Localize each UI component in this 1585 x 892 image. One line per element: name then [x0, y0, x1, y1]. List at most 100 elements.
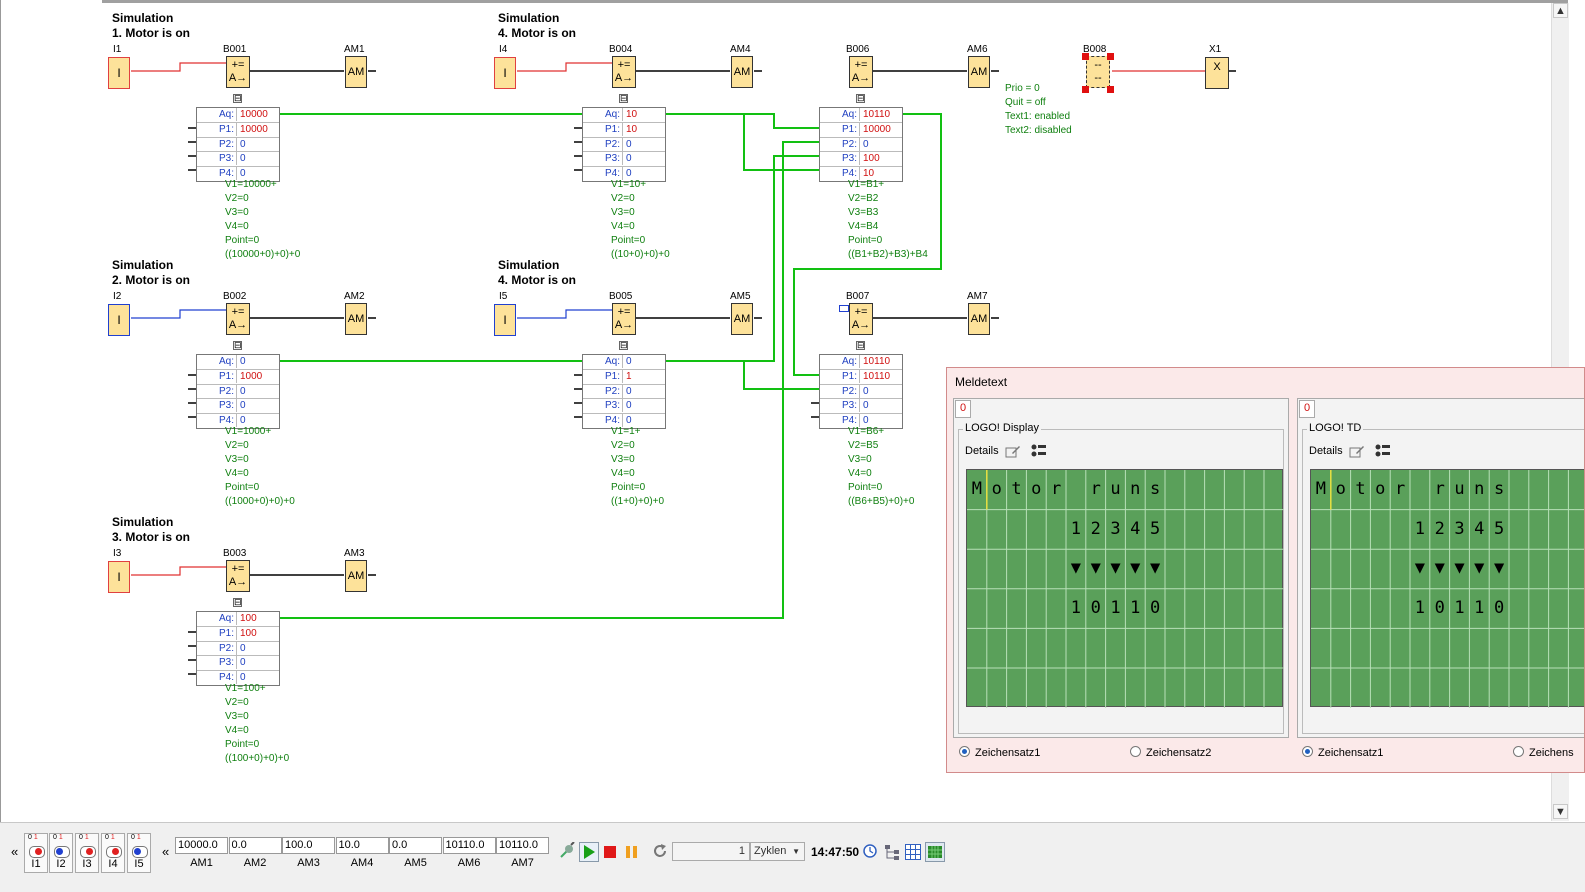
- collapse-b003-icon[interactable]: ⊟: [233, 597, 242, 607]
- radio-zeichensatz1-left[interactable]: Zeichensatz1: [959, 746, 1040, 759]
- input-block-i2[interactable]: I: [108, 304, 130, 336]
- collapse-b005-icon[interactable]: ⊟: [619, 340, 628, 350]
- switch-led-icon: [29, 846, 45, 858]
- radio-zeichensatz1-right[interactable]: Zeichensatz1: [1302, 746, 1383, 759]
- param-row-p4: P4:10: [820, 167, 902, 181]
- param-table-b007[interactable]: Aq:10110 P1:10110 P2:0 P3:0 P4:0: [819, 354, 903, 429]
- param-value: 0: [240, 642, 246, 654]
- pause-icon[interactable]: [625, 845, 639, 859]
- input-block-i5[interactable]: I: [494, 304, 516, 336]
- block-b003[interactable]: +=A→: [226, 560, 250, 592]
- radio-zeichensatz2-right[interactable]: Zeichens: [1513, 746, 1574, 759]
- param-table-b006[interactable]: Aq:10110 P1:10000 P2:0 P3:100 P4:10: [819, 107, 903, 182]
- param-table-b001[interactable]: Aq:10000 P1:10000 P2:0 P3:0 P4:0: [196, 107, 280, 182]
- collapse-b004-icon[interactable]: ⊟: [619, 93, 628, 103]
- block-label-b005: B005: [609, 291, 633, 302]
- list-settings-icon[interactable]: [1375, 444, 1391, 458]
- collapse-b006-icon[interactable]: ⊟: [856, 93, 865, 103]
- stop-icon[interactable]: [603, 845, 617, 859]
- param-key: Aq:: [583, 108, 623, 121]
- param-row-p2: P2:0: [820, 137, 902, 153]
- param-key: P2:: [197, 641, 237, 655]
- tab-0[interactable]: 0: [955, 400, 971, 418]
- param-table-b003[interactable]: Aq:100 P1:100 P2:0 P3:0 P4:0: [196, 611, 280, 686]
- block-b002[interactable]: +=A→: [226, 303, 250, 335]
- block-b007[interactable]: +=A→: [849, 303, 873, 335]
- list-settings-icon[interactable]: [1031, 444, 1047, 458]
- param-row-p3: P3:0: [197, 152, 279, 168]
- vars-b006: V1=B1+ V2=B2 V3=B3 V4=B4 Point=0 ((B1+B2…: [848, 179, 928, 260]
- collapse-outputs-button[interactable]: «: [162, 844, 170, 859]
- am-block-am4[interactable]: AM: [731, 56, 753, 88]
- lcd-char: 0: [1493, 597, 1505, 618]
- scroll-up-icon[interactable]: ▲: [1553, 3, 1568, 18]
- input-block-i1[interactable]: I: [108, 57, 130, 89]
- param-table-b005[interactable]: Aq:0 P1:1 P2:0 P3:0 P4:0: [582, 354, 666, 429]
- tab-0[interactable]: 0: [1299, 400, 1315, 418]
- param-value: 0: [626, 400, 632, 412]
- input-block-i4[interactable]: I: [494, 57, 516, 89]
- am-block-am2[interactable]: AM: [345, 303, 367, 335]
- clock-icon[interactable]: [863, 844, 877, 858]
- collapse-b001-icon[interactable]: ⊟: [233, 93, 242, 103]
- block-b006[interactable]: +=A→: [849, 56, 873, 88]
- input-label-i5: I5: [499, 291, 508, 302]
- param-table-b004[interactable]: Aq:10 P1:10 P2:0 P3:0 P4:0: [582, 107, 666, 182]
- param-key: P3:: [197, 656, 237, 670]
- am-block-am5[interactable]: AM: [731, 303, 753, 335]
- display-view-icon[interactable]: [925, 842, 945, 862]
- block-b006-fn: A→: [851, 72, 871, 84]
- param-key: P1:: [820, 369, 860, 383]
- lcd-grid: [1311, 470, 1584, 708]
- connect-icon[interactable]: [558, 842, 576, 860]
- block-b006-op: +=: [854, 59, 868, 71]
- param-table-b002[interactable]: Aq:0 P1:1000 P2:0 P3:0 P4:0: [196, 354, 280, 429]
- block-b004[interactable]: +=A→: [612, 56, 636, 88]
- cycles-unit-select[interactable]: Zyklen▼: [750, 842, 805, 861]
- am-block-am6[interactable]: AM: [968, 56, 990, 88]
- lcd-char: 3: [1454, 518, 1465, 539]
- am-block-am3[interactable]: AM: [345, 560, 367, 592]
- block-b008-message[interactable]: ----: [1086, 56, 1110, 88]
- am-block-am1[interactable]: AM: [345, 56, 367, 88]
- selection-handle[interactable]: [1082, 53, 1089, 60]
- cycles-input[interactable]: 1: [672, 842, 750, 861]
- play-icon[interactable]: [579, 842, 599, 862]
- scroll-down-icon[interactable]: ▼: [1553, 804, 1568, 819]
- switch-state-labels: 0 1: [53, 834, 63, 841]
- radio-zeichensatz2-left[interactable]: Zeichensatz2: [1130, 746, 1211, 759]
- am-block-am7[interactable]: AM: [968, 303, 990, 335]
- lcd-char: o: [991, 479, 1002, 499]
- block-b005[interactable]: +=A→: [612, 303, 636, 335]
- edit-icon[interactable]: [1005, 444, 1021, 458]
- refresh-icon[interactable]: [652, 843, 668, 859]
- am-value-am4: 10.0: [335, 837, 389, 854]
- edit-icon[interactable]: [1349, 444, 1365, 458]
- network-icon[interactable]: [884, 844, 900, 860]
- section-title-5: Simulation 4. Motor is on: [498, 258, 576, 287]
- block-b001[interactable]: +=A→: [226, 56, 250, 88]
- table-view-icon[interactable]: [905, 844, 921, 860]
- switch-state-labels: 0 1: [105, 834, 115, 841]
- collapse-b007-icon[interactable]: ⊟: [856, 340, 865, 350]
- selection-handle[interactable]: [1107, 53, 1114, 60]
- collapse-b002-icon[interactable]: ⊟: [233, 340, 242, 350]
- selection-handle[interactable]: [1082, 86, 1089, 93]
- output-block-x1[interactable]: X: [1205, 57, 1229, 89]
- param-value: 1: [626, 370, 632, 382]
- input-block-i3[interactable]: I: [108, 561, 130, 593]
- param-key: P4:: [197, 671, 237, 685]
- lcd-char: ▼: [1454, 558, 1465, 579]
- radio-label: Zeichensatz1: [975, 747, 1041, 759]
- selection-handle[interactable]: [1107, 86, 1114, 93]
- lcd-char: r: [1434, 479, 1445, 499]
- collapse-inputs-button[interactable]: «: [11, 844, 19, 859]
